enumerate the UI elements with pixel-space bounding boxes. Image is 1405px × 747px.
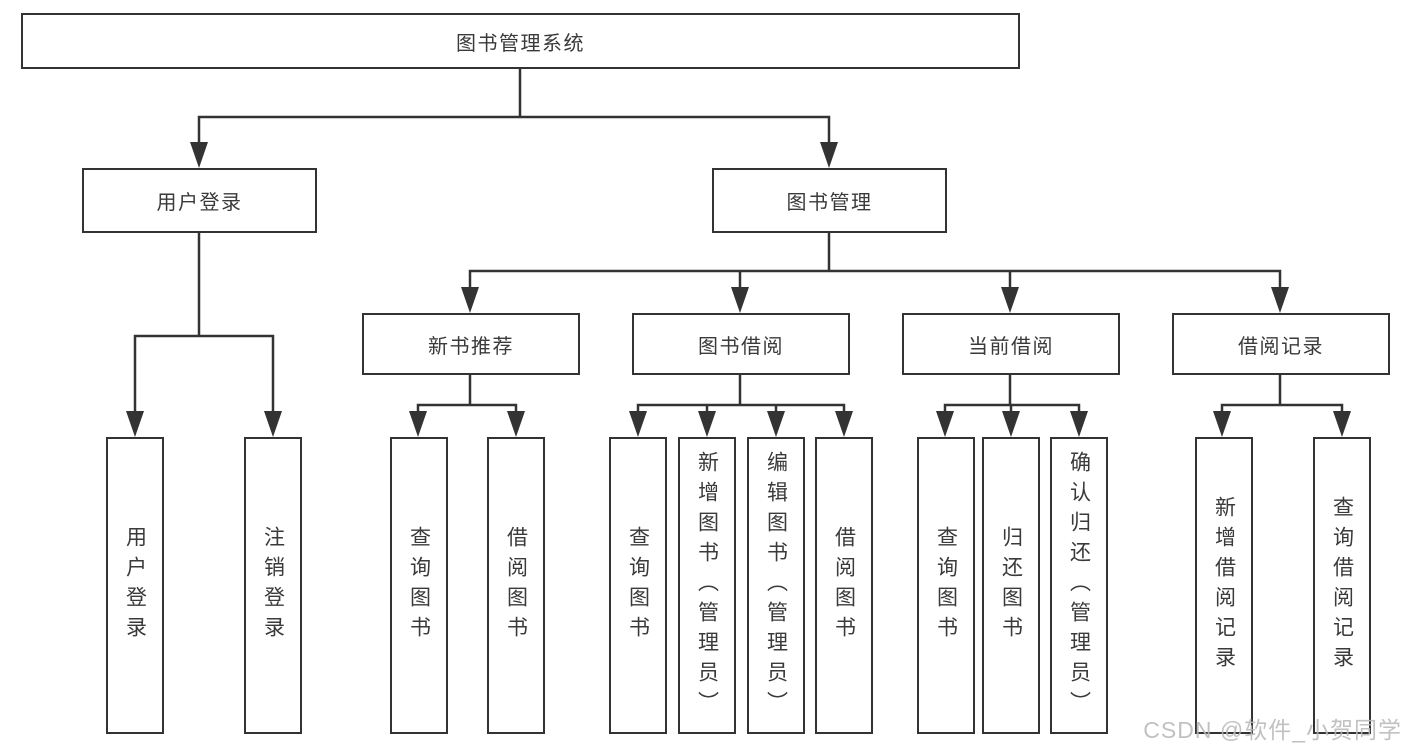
node-leaf-query-borrow-record: 查询借阅记录	[1313, 437, 1371, 734]
node-leaf-confirm-return-admin-label: 确认归还（管理员）	[1067, 450, 1091, 721]
connector-records-branch	[1220, 375, 1344, 411]
node-leaf-query-books-borrowing-label: 查询图书	[626, 525, 650, 646]
node-leaf-logout: 注销登录	[244, 437, 302, 734]
node-leaf-user-login: 用户登录	[106, 437, 164, 734]
node-leaf-query-books-recommend: 查询图书	[390, 437, 448, 734]
node-leaf-borrow-books-recommend: 借阅图书	[487, 437, 545, 734]
node-root-label: 图书管理系统	[456, 32, 585, 55]
node-book-management-label: 图书管理	[786, 192, 873, 214]
node-new-book-recommend: 新书推荐	[362, 313, 580, 375]
node-leaf-add-borrow-record: 新增借阅记录	[1195, 437, 1253, 734]
connector-recommend-branch	[416, 375, 518, 411]
node-leaf-add-books-admin-label: 新增图书（管理员）	[695, 450, 719, 721]
node-user-login: 用户登录	[82, 168, 317, 233]
connector-login-branch	[133, 233, 275, 411]
node-leaf-query-books-current: 查询图书	[917, 437, 975, 734]
connector-root-branch	[197, 69, 831, 142]
node-leaf-edit-books-admin: 编辑图书（管理员）	[747, 437, 805, 734]
node-leaf-add-books-admin: 新增图书（管理员）	[678, 437, 736, 734]
node-book-borrowing: 图书借阅	[632, 313, 850, 375]
connector-management-branch	[468, 233, 1282, 287]
node-current-borrowing: 当前借阅	[902, 313, 1120, 375]
node-leaf-edit-books-admin-label: 编辑图书（管理员）	[764, 450, 788, 721]
node-leaf-query-books-borrowing: 查询图书	[609, 437, 667, 734]
node-borrowing-records: 借阅记录	[1172, 313, 1390, 375]
node-leaf-return-books: 归还图书	[982, 437, 1040, 734]
node-leaf-borrow-books-borrowing-label: 借阅图书	[832, 525, 856, 646]
node-leaf-confirm-return-admin: 确认归还（管理员）	[1050, 437, 1108, 734]
node-book-borrowing-label: 图书借阅	[698, 335, 784, 358]
node-leaf-query-books-current-label: 查询图书	[934, 525, 958, 646]
node-user-login-label: 用户登录	[156, 192, 243, 214]
node-leaf-borrow-books-borrowing: 借阅图书	[815, 437, 873, 734]
csdn-watermark: CSDN @软件_小贺同学	[1143, 717, 1402, 743]
node-book-management: 图书管理	[712, 168, 947, 233]
node-leaf-return-books-label: 归还图书	[999, 525, 1023, 646]
connector-current-branch	[943, 375, 1081, 411]
node-current-borrowing-label: 当前借阅	[968, 335, 1054, 358]
connector-borrowing-branch	[636, 375, 846, 411]
node-new-book-recommend-label: 新书推荐	[428, 335, 514, 358]
arrowheads	[126, 142, 1351, 437]
node-leaf-query-borrow-record-label: 查询借阅记录	[1330, 495, 1354, 676]
node-leaf-user-login-label: 用户登录	[123, 525, 147, 646]
node-leaf-query-books-recommend-label: 查询图书	[407, 525, 431, 646]
node-borrowing-records-label: 借阅记录	[1238, 335, 1324, 358]
node-leaf-borrow-books-recommend-label: 借阅图书	[504, 525, 528, 646]
node-leaf-add-borrow-record-label: 新增借阅记录	[1212, 495, 1236, 676]
node-leaf-logout-label: 注销登录	[261, 525, 285, 646]
node-root: 图书管理系统	[21, 13, 1020, 69]
